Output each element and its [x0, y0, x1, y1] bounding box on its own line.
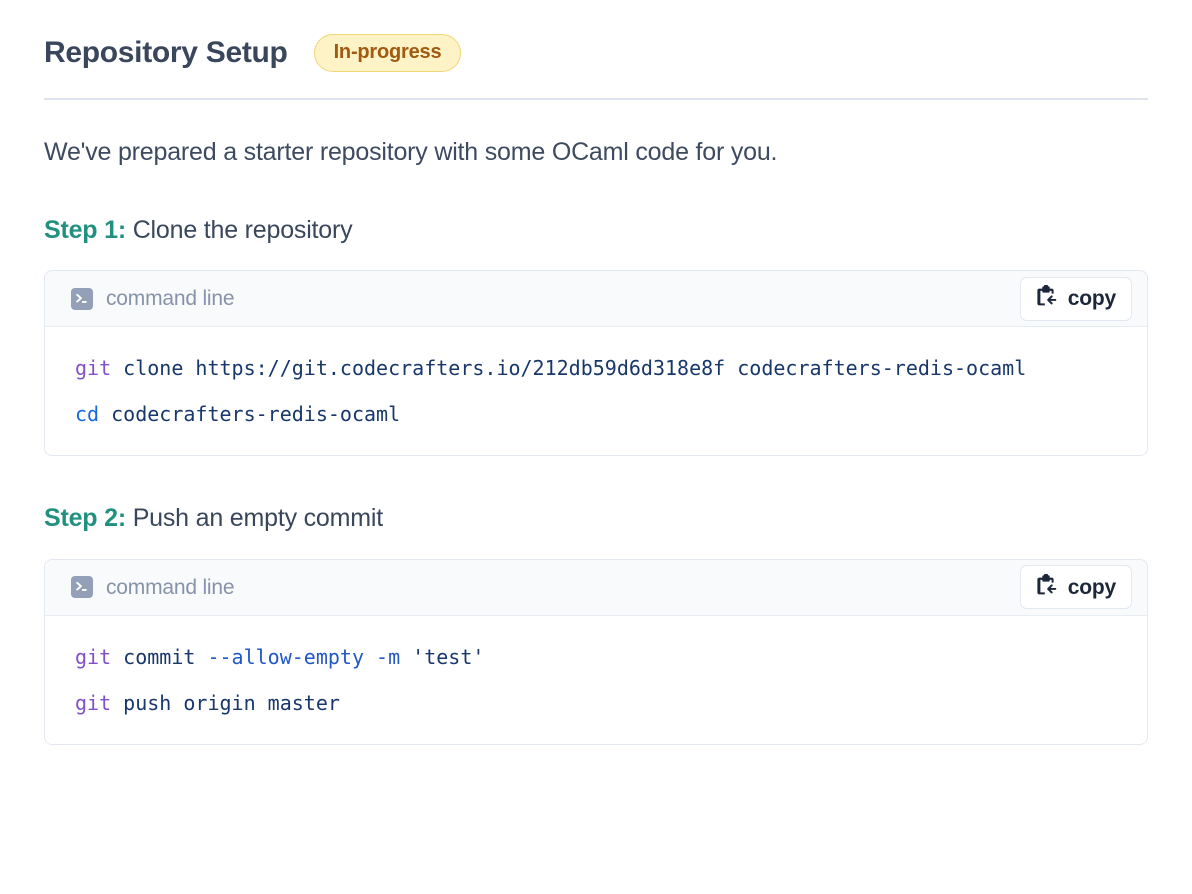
step-1-heading: Step 1: Clone the repository — [44, 214, 1148, 247]
code-token: cd — [75, 402, 100, 427]
code-token: commit — [111, 644, 208, 669]
copy-button-step-1[interactable]: copy — [1019, 276, 1132, 321]
code-line: cd codecrafters-redis-ocaml — [75, 391, 1147, 437]
code-line: git push origin master — [75, 680, 1147, 726]
code-block-header-left: command line — [71, 575, 235, 599]
code-language-label: command line — [106, 575, 235, 599]
code-language-label: command line — [106, 287, 235, 311]
code-token: -m — [376, 644, 401, 669]
header-divider — [44, 98, 1148, 100]
intro-text: We've prepared a starter repository with… — [44, 138, 778, 166]
copy-button-label: copy — [1067, 575, 1116, 599]
code-token — [364, 645, 376, 669]
code-token: git — [75, 690, 112, 715]
clipboard-copy-icon — [1034, 573, 1058, 602]
step-2-label: Step 2: — [44, 504, 126, 533]
code-block-step-1: command line copy git clone https://git.… — [44, 270, 1148, 457]
page-title: Repository Setup — [44, 36, 288, 69]
step-1-label: Step 1: — [44, 215, 126, 244]
code-line: git commit --allow-empty -m 'test' — [75, 634, 1147, 680]
code-block-step-2: command line copy git commit --allow-emp… — [44, 558, 1148, 745]
copy-button-label: copy — [1067, 287, 1116, 311]
code-block-body[interactable]: git clone https://git.codecrafters.io/21… — [45, 327, 1147, 456]
terminal-icon — [71, 576, 93, 599]
code-block-header-left: command line — [71, 287, 235, 311]
terminal-icon — [71, 287, 93, 310]
code-token: push origin master — [111, 690, 340, 715]
step-1-text: Clone the repository — [132, 215, 353, 244]
code-token: clone https://git.codecrafters.io/212db5… — [111, 356, 1027, 381]
step-2-heading: Step 2: Push an empty commit — [44, 502, 1148, 535]
page-header: Repository Setup In-progress — [44, 0, 1148, 72]
step-2-text: Push an empty commit — [132, 504, 383, 533]
code-block-header: command line copy — [45, 271, 1147, 328]
clipboard-copy-icon — [1034, 284, 1058, 313]
code-block-body[interactable]: git commit --allow-empty -m 'test' git p… — [45, 615, 1147, 744]
code-block-header: command line copy — [45, 559, 1147, 616]
code-token: git — [75, 644, 112, 669]
code-token: codecrafters-redis-ocaml — [99, 402, 401, 427]
code-token: --allow-empty — [207, 644, 364, 669]
code-token: git — [75, 356, 112, 381]
status-badge: In-progress — [313, 34, 462, 72]
copy-button-step-2[interactable]: copy — [1019, 565, 1132, 610]
code-line: git clone https://git.codecrafters.io/21… — [75, 345, 1147, 391]
code-token: 'test' — [400, 644, 485, 669]
